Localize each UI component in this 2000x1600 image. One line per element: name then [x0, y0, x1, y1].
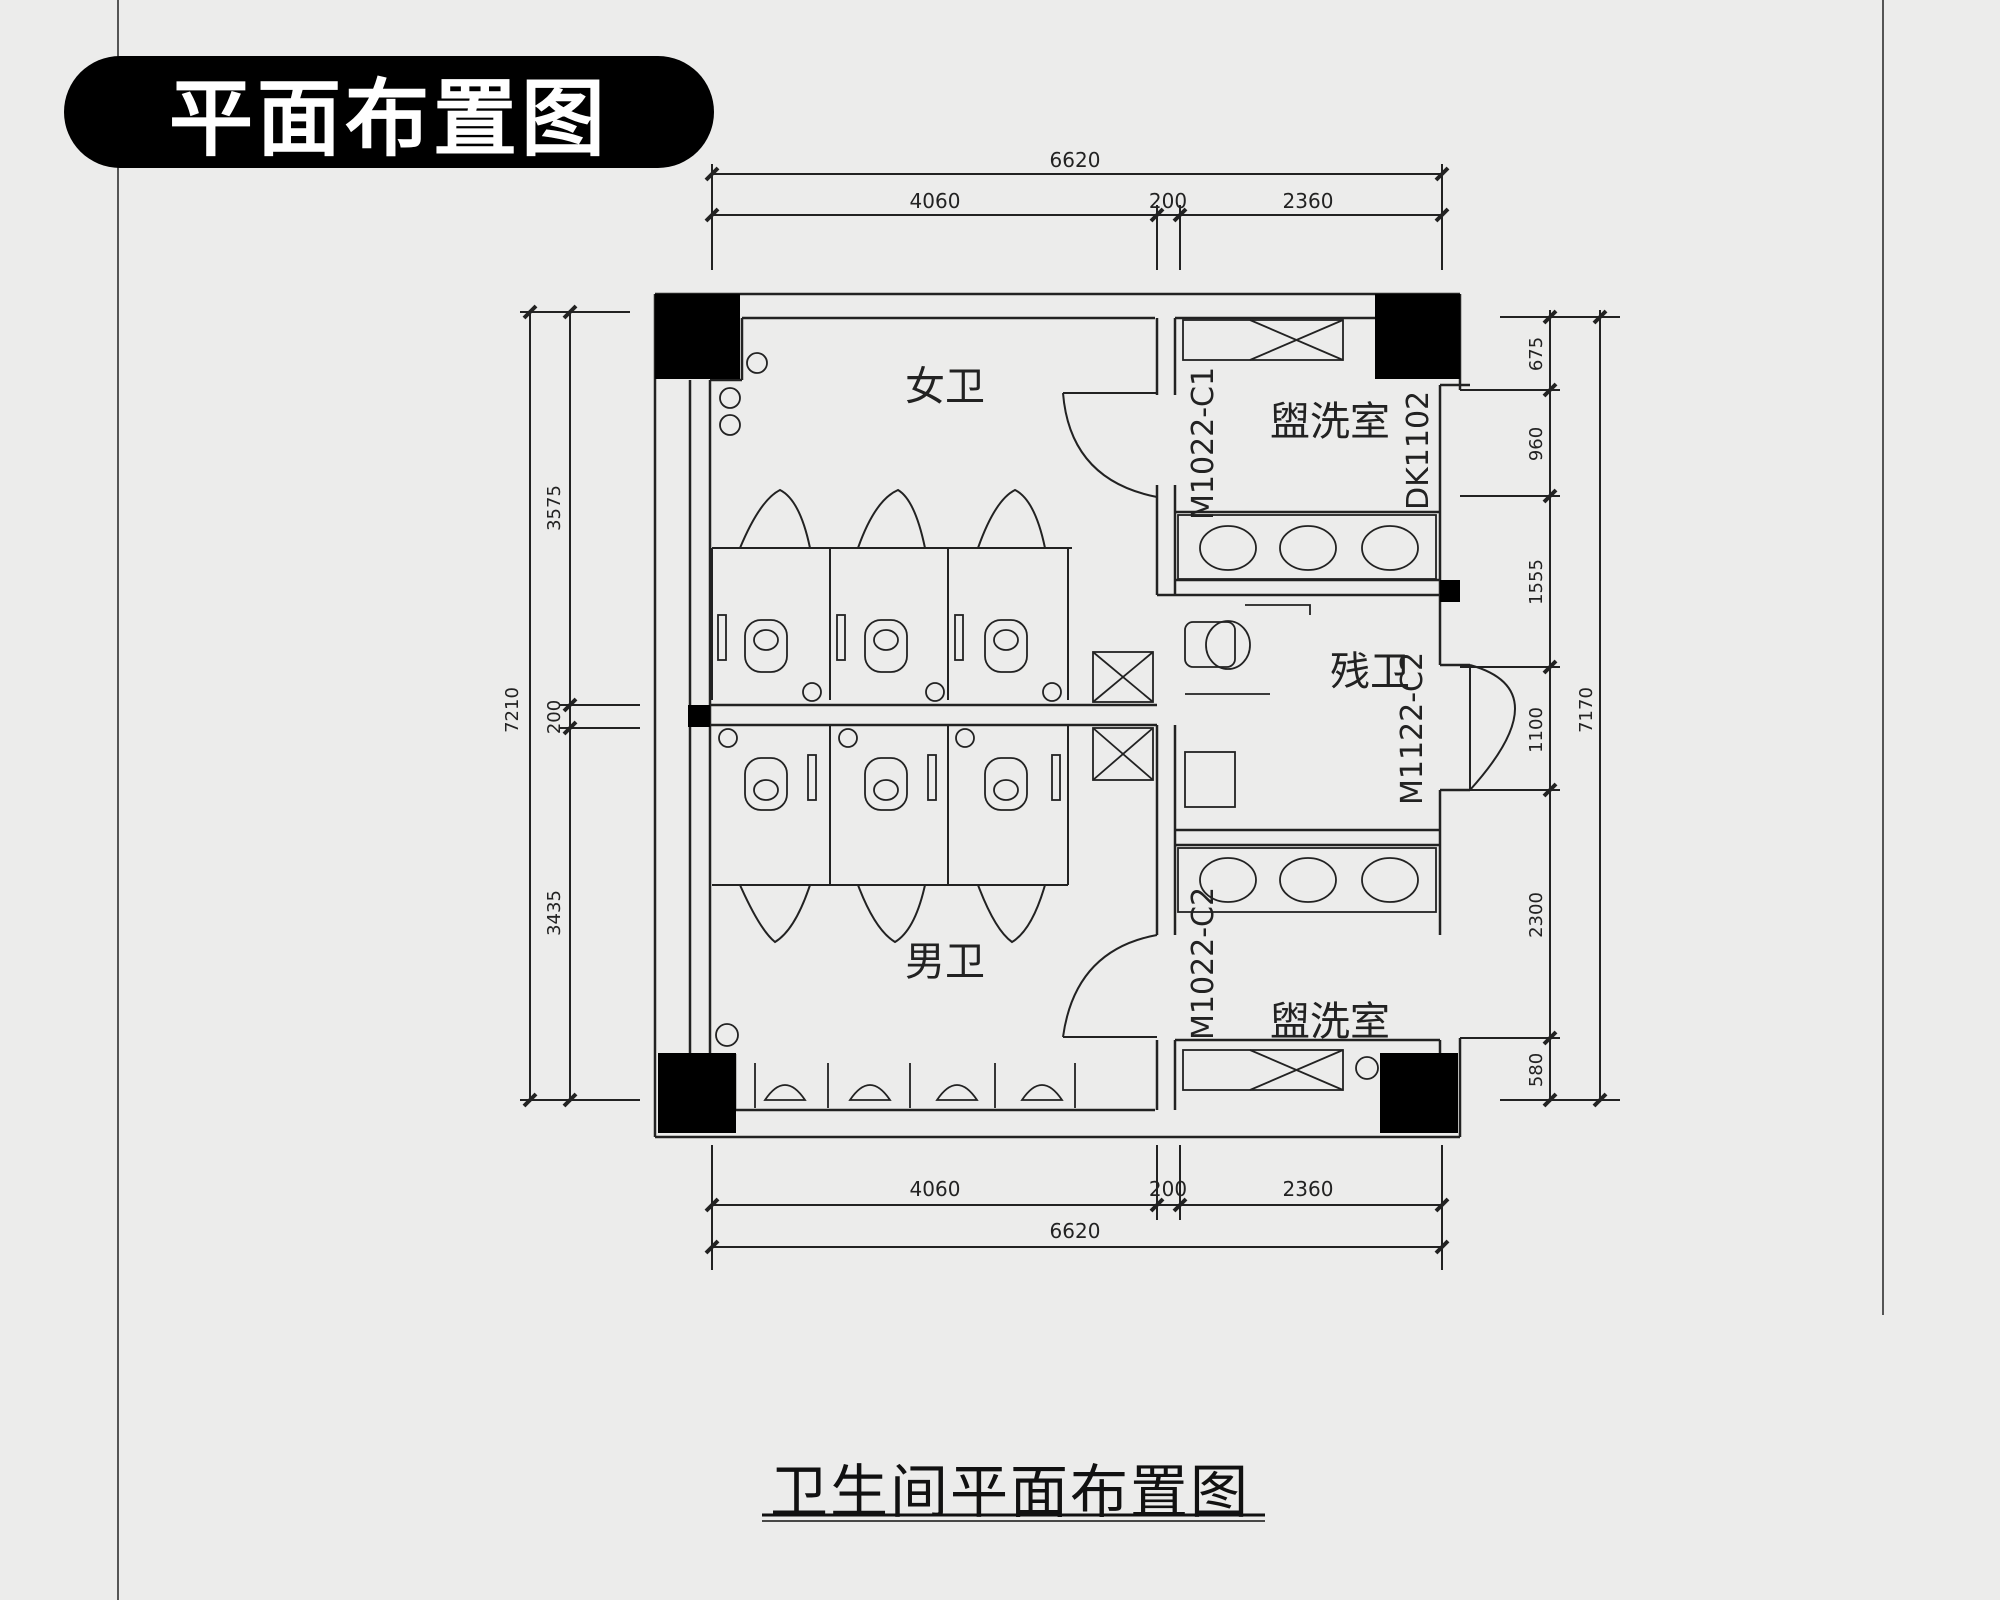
walls [653, 292, 1470, 1139]
urinal-1 [763, 1084, 807, 1101]
room-labels: 女卫 男卫 盥洗室 盥洗室 残卫 [905, 364, 1410, 1045]
code-door-accessible: M1122-C2 [1395, 652, 1430, 805]
dim-right-e: 2300 [1526, 892, 1547, 938]
code-dk: DK1102 [1401, 391, 1436, 510]
dim-right-a: 675 [1526, 337, 1547, 371]
mop-sinks [1092, 651, 1154, 781]
dim-top-b: 200 [1149, 189, 1187, 213]
dim-right-c: 1555 [1526, 559, 1547, 605]
title-badge: 平面布置图 [64, 56, 714, 168]
dim-top-c: 2360 [1283, 189, 1334, 213]
dim-bottom-total: 6620 [1050, 1219, 1101, 1243]
basin-bottom-1 [1199, 857, 1257, 903]
floor-drains [715, 352, 1379, 1080]
toilet-m3 [984, 757, 1028, 811]
left-dim-labels: 7210 3575 200 3435 [502, 485, 565, 936]
basin-top-2 [1279, 525, 1337, 571]
dim-top-a: 4060 [910, 189, 961, 213]
toilet-m1 [744, 757, 788, 811]
room-label-accessible: 残卫 [1330, 649, 1410, 695]
urinal-2 [848, 1084, 892, 1101]
dim-bottom-a: 4060 [910, 1177, 961, 1201]
right-dimensions [1460, 309, 1620, 1108]
column-mid-right [1440, 580, 1460, 602]
basin-bottom-2 [1279, 857, 1337, 903]
washbasins [1177, 514, 1437, 913]
dim-bottom-c: 2360 [1283, 1177, 1334, 1201]
door-swings [1062, 392, 1516, 1038]
dim-left-c: 3435 [544, 890, 565, 936]
dim-left-b: 200 [544, 700, 565, 734]
accessible-fixtures [1184, 604, 1311, 808]
basin-top-3 [1361, 525, 1419, 571]
dim-right-b: 960 [1526, 427, 1547, 461]
sheet-border-right [1882, 0, 1884, 1315]
urinal-4 [1020, 1084, 1064, 1101]
column-top-left [655, 294, 740, 379]
men-stalls [712, 725, 1069, 944]
structural-columns [655, 294, 1460, 1133]
toilet-w2 [864, 619, 908, 673]
bottom-dim-labels: 4060 200 2360 6620 [910, 1177, 1334, 1243]
toilet-m2 [864, 757, 908, 811]
basin-top-1 [1199, 525, 1257, 571]
dim-right-d: 1100 [1526, 707, 1547, 753]
women-stalls [711, 488, 1072, 700]
toilet-w3 [984, 619, 1028, 673]
dim-right-f: 580 [1526, 1053, 1547, 1087]
column-mid-left [688, 705, 710, 727]
accessible-toilet-bowl [1205, 620, 1251, 670]
column-bottom-left [658, 1053, 736, 1133]
dim-left-a: 3575 [544, 485, 565, 531]
dim-top-total: 6620 [1050, 148, 1101, 172]
drawing-caption: 卫生间平面布置图 [769, 1458, 1250, 1526]
top-dim-labels: 6620 4060 200 2360 [910, 148, 1334, 213]
right-dim-labels: 675 960 1555 1100 2300 580 7170 [1526, 337, 1597, 1087]
accessible-sink [1184, 751, 1236, 808]
column-bottom-right [1380, 1053, 1458, 1133]
urinals [754, 1063, 1076, 1108]
code-door-top: M1022-C1 [1186, 367, 1221, 520]
toilet-w1 [744, 619, 788, 673]
urinal-3 [935, 1084, 979, 1101]
accessible-toilet-tank [1184, 621, 1236, 668]
dim-bottom-b: 200 [1149, 1177, 1187, 1201]
room-label-women: 女卫 [905, 364, 985, 410]
dim-left-total: 7210 [502, 687, 523, 733]
room-label-men: 男卫 [905, 939, 985, 985]
dim-right-total: 7170 [1576, 687, 1597, 733]
basin-bottom-3 [1361, 857, 1419, 903]
left-dimensions [520, 304, 640, 1108]
code-door-bottom: M1022-C2 [1186, 887, 1221, 1040]
room-label-wash-top: 盥洗室 [1270, 399, 1390, 445]
bottom-dimensions [704, 1145, 1450, 1270]
sheet-border-left [117, 0, 119, 1600]
title-badge-text: 平面布置图 [168, 69, 609, 168]
door-codes: M1022-C1 DK1102 M1122-C2 M1022-C2 [1186, 367, 1436, 1040]
top-dimensions [704, 164, 1450, 270]
utility-boxes [1182, 319, 1344, 1091]
room-label-wash-bottom: 盥洗室 [1270, 999, 1390, 1045]
column-top-right [1375, 294, 1460, 379]
squat-toilets [717, 614, 1062, 811]
